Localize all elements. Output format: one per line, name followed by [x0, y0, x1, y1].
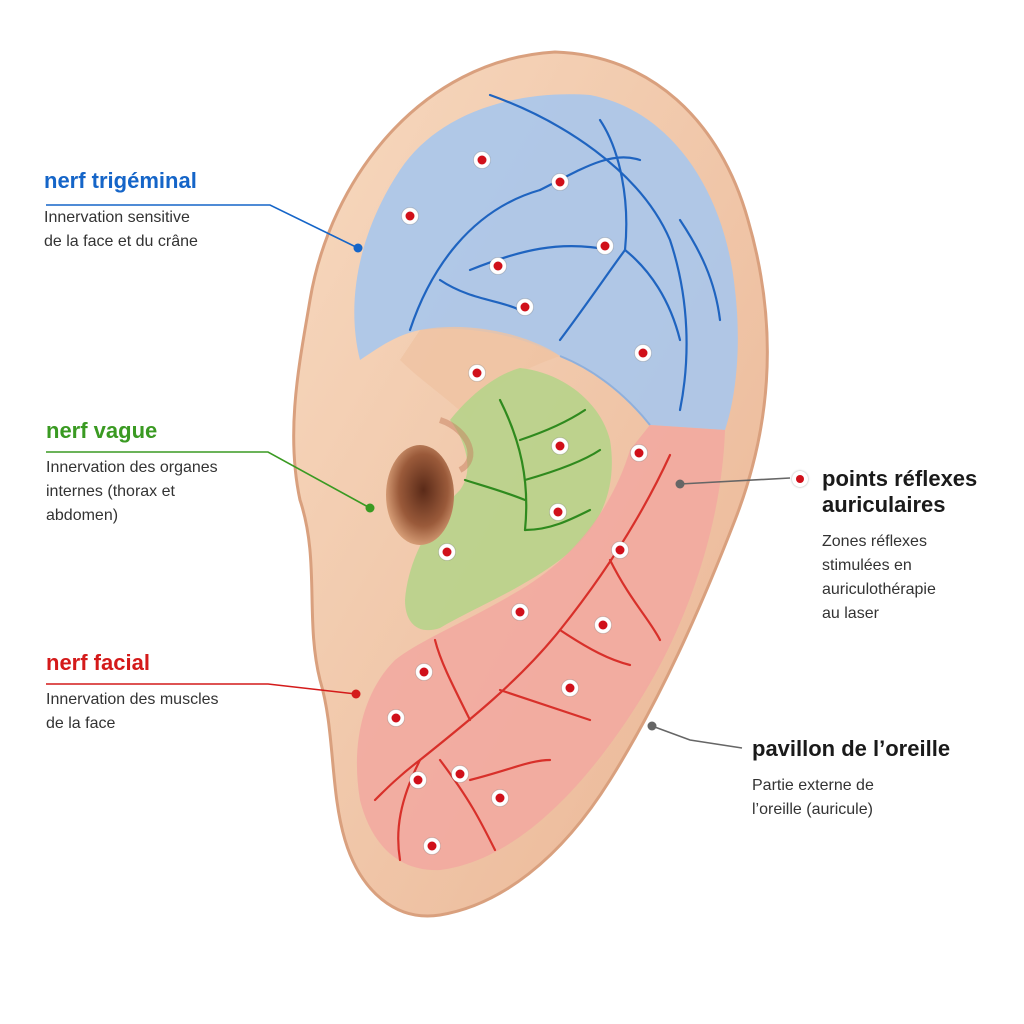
reflex-point [511, 603, 529, 621]
reflex-point [387, 709, 405, 727]
reflex-point [438, 543, 456, 561]
reflex-point [611, 541, 629, 559]
vagus-nerves [463, 398, 602, 532]
trigeminal-desc-line: de la face et du crâne [44, 233, 198, 250]
leader-dot-vagus [365, 503, 375, 513]
facial-desc-line: Innervation des muscles [46, 691, 219, 708]
points-desc-line: au laser [822, 605, 879, 622]
reflex-point [451, 765, 469, 783]
reflex-point [401, 207, 419, 225]
pavillon-title: pavillon de l’oreille [752, 736, 951, 761]
leader-points [679, 477, 791, 485]
leader-dot-facial [351, 689, 361, 699]
reflex-point [415, 663, 433, 681]
leader-pavillon [651, 725, 743, 749]
reflex-point [596, 237, 614, 255]
vagus-desc-line: Innervation des organes [46, 459, 218, 476]
reflex-point [634, 344, 652, 362]
reflex-point [423, 837, 441, 855]
reflex-point [561, 679, 579, 697]
vagus-title: nerf vague [46, 418, 158, 443]
reflex-point [516, 298, 534, 316]
vagus-desc-line: internes (thorax et [46, 483, 175, 500]
vagus-zone [405, 368, 612, 631]
trigeminal-title: nerf trigéminal [44, 168, 197, 193]
vagus-desc: Innervation des organes internes (thorax… [46, 456, 286, 528]
label-facial: nerf facial Innervation des muscles de l… [46, 650, 286, 736]
points-desc: Zones réflexes stimulées en auriculothér… [822, 530, 972, 626]
leader-dot-pavillon [647, 721, 657, 731]
ear-canal [386, 445, 454, 545]
reflex-point [468, 364, 486, 382]
vagus-desc-line: abdomen) [46, 507, 119, 524]
reflex-point [491, 789, 509, 807]
reflex-point [594, 616, 612, 634]
label-trigeminal: nerf trigéminal Innervation sensitive de… [44, 168, 284, 254]
facial-nerves [373, 453, 672, 862]
reflex-point [551, 437, 569, 455]
pavillon-desc-line: l’oreille (auricule) [752, 801, 873, 818]
label-pavillon: pavillon de l’oreille Partie externe de … [752, 736, 1012, 822]
trigeminal-desc-line: Innervation sensitive [44, 209, 190, 226]
facial-title: nerf facial [46, 650, 150, 675]
points-desc-line: auriculothérapie [822, 581, 936, 598]
label-reflex-points: points réflexes auriculaires Zones réfle… [792, 466, 1012, 626]
points-title: points réflexes auriculaires [822, 466, 1012, 518]
pavillon-desc: Partie externe de l’oreille (auricule) [752, 774, 912, 822]
reflex-point [551, 173, 569, 191]
pavillon-desc-line: Partie externe de [752, 777, 874, 794]
label-vagus: nerf vague Innervation des organes inter… [46, 418, 286, 528]
facial-desc: Innervation des muscles de la face [46, 688, 286, 736]
reflex-points [387, 151, 652, 855]
leader-facial [46, 683, 357, 695]
reflex-point [549, 503, 567, 521]
leader-dot-points [675, 479, 685, 489]
leader-dot-trigeminal [353, 243, 363, 253]
reflex-point [409, 771, 427, 789]
trigeminal-desc: Innervation sensitive de la face et du c… [44, 206, 284, 254]
points-desc-line: stimulées en [822, 557, 912, 574]
facial-zone [356, 425, 725, 871]
reflex-point-icon [792, 471, 808, 487]
facial-desc-line: de la face [46, 715, 116, 732]
points-title-line: auriculaires [822, 492, 946, 517]
leader-trigeminal [46, 204, 359, 249]
points-desc-line: Zones réflexes [822, 533, 927, 550]
reflex-point [630, 444, 648, 462]
reflex-point [473, 151, 491, 169]
leader-vagus [46, 451, 371, 509]
reflex-point [489, 257, 507, 275]
points-title-line: points réflexes [822, 466, 978, 491]
